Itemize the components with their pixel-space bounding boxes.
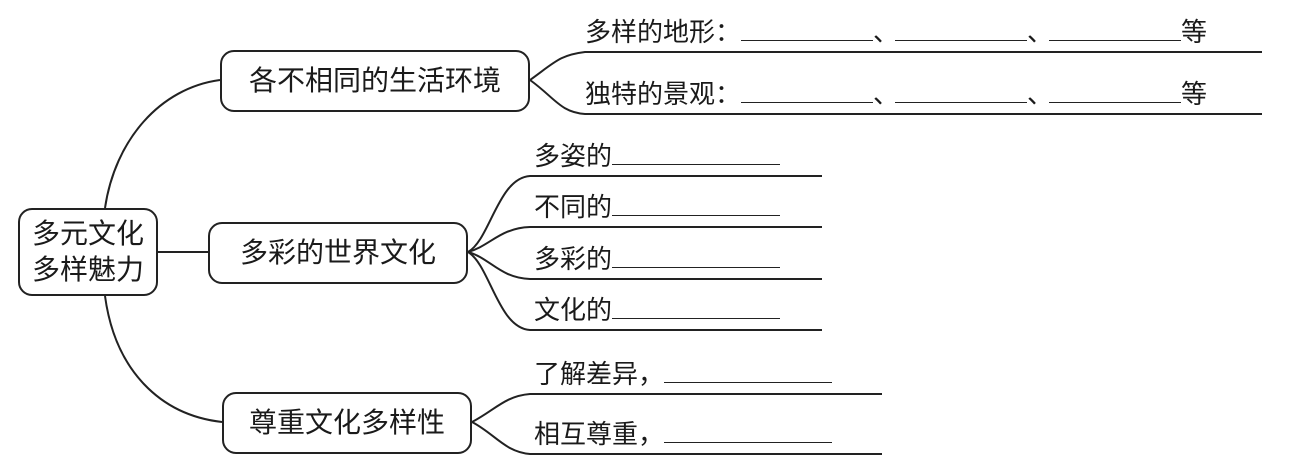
answer-blank[interactable] — [741, 14, 874, 41]
item-prefix: 文化的 — [534, 296, 613, 326]
connector-root-to-branch-3 — [104, 295, 223, 423]
branch-1-node: 各不相同的生活环境 — [220, 50, 530, 112]
connector-branch-3-lower — [471, 421, 882, 455]
connector-branch-2-item-1 — [467, 175, 822, 253]
item-prefix: 多样的地形： — [585, 18, 742, 48]
answer-blank[interactable] — [612, 241, 781, 268]
branch-3-node: 尊重文化多样性 — [222, 392, 472, 454]
connector-branch-2-item-3 — [467, 251, 822, 280]
item-suffix: 等 — [1181, 18, 1208, 48]
connector-branch-1-lower — [529, 79, 1262, 115]
branch-3-item-1: 了解差异， — [534, 356, 833, 391]
connector-branch-2-item-2 — [467, 226, 822, 253]
branch-2-item-1: 多姿的 — [534, 138, 781, 173]
answer-blank[interactable] — [741, 76, 874, 103]
separator: 、 — [873, 18, 900, 48]
branch-1-item-1: 多样的地形： 、 、 等 — [585, 14, 1207, 49]
branch-3-item-2: 相互尊重， — [534, 416, 833, 451]
separator: 、 — [873, 80, 900, 110]
item-prefix: 多姿的 — [534, 142, 613, 172]
answer-blank[interactable] — [1049, 14, 1182, 41]
connector-branch-2-item-4 — [467, 251, 822, 331]
answer-blank[interactable] — [895, 14, 1028, 41]
answer-blank[interactable] — [612, 189, 781, 216]
answer-blank[interactable] — [895, 76, 1028, 103]
answer-blank[interactable] — [664, 356, 833, 383]
separator: 、 — [1027, 80, 1054, 110]
item-prefix: 独特的景观： — [585, 80, 742, 110]
item-prefix: 相互尊重， — [534, 420, 665, 450]
branch-2-item-2: 不同的 — [534, 189, 781, 224]
answer-blank[interactable] — [612, 138, 781, 165]
item-prefix: 了解差异， — [534, 360, 665, 390]
answer-blank[interactable] — [1049, 76, 1182, 103]
branch-1-item-2: 独特的景观： 、 、 等 — [585, 76, 1207, 111]
answer-blank[interactable] — [612, 292, 781, 319]
root-line-1: 多元文化 — [31, 217, 144, 250]
item-suffix: 等 — [1181, 80, 1208, 110]
branch-2-node: 多彩的世界文化 — [208, 222, 468, 284]
connector-branch-1-upper — [529, 51, 1262, 81]
root-line-2: 多样魅力 — [31, 253, 144, 286]
item-prefix: 多彩的 — [534, 245, 613, 275]
connector-branch-3-upper — [471, 393, 882, 423]
separator: 、 — [1027, 18, 1054, 48]
item-prefix: 不同的 — [534, 193, 613, 223]
branch-2-item-4: 文化的 — [534, 292, 781, 327]
branch-2-item-3: 多彩的 — [534, 241, 781, 276]
answer-blank[interactable] — [664, 416, 833, 443]
connector-root-to-branch-1 — [104, 79, 221, 209]
root-node: 多元文化 多样魅力 — [18, 208, 158, 296]
